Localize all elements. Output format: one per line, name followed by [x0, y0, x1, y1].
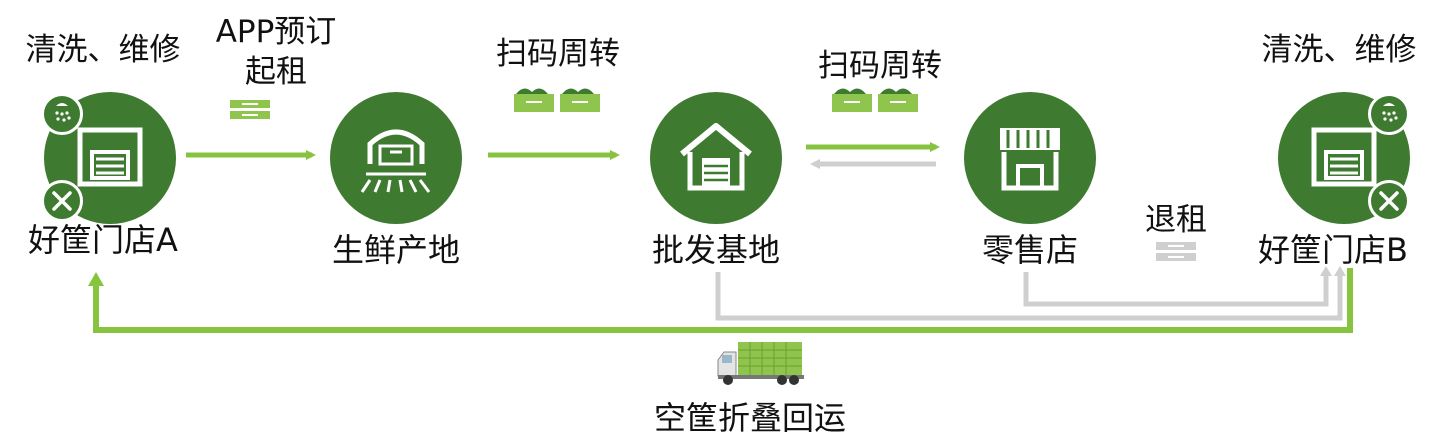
- return-rent-label: 退租: [1145, 202, 1207, 238]
- app-rent-label-line2: 起租: [245, 54, 307, 90]
- store-crate-icon: [1311, 127, 1377, 187]
- store-a-label: 好筐门店A: [28, 221, 178, 259]
- farm-label: 生鲜产地: [331, 231, 460, 269]
- tools-badge-b: [1368, 180, 1410, 222]
- store-b-service-label: 清洗、维修: [1261, 32, 1417, 68]
- wholesale-label: 批发基地: [651, 231, 780, 269]
- store-a-service-label: 清洗、维修: [25, 32, 181, 68]
- shop-awning-icon: [1000, 128, 1060, 191]
- flat-crate-icon-green: [230, 100, 270, 119]
- produce-crates-icon-1: [514, 88, 600, 112]
- flat-crate-icon-gray: [1156, 242, 1196, 261]
- wrench-screwdriver-icon: [1379, 191, 1399, 211]
- scan-turnover-label-2: 扫码周转: [818, 48, 942, 84]
- retail-node: [964, 92, 1096, 224]
- wholesale-node: [650, 92, 782, 224]
- store-b-label: 好筐门店B: [1258, 231, 1408, 269]
- shower-icon: [1382, 103, 1398, 122]
- wrench-screwdriver-icon: [52, 191, 72, 211]
- farm-field-icon: [360, 129, 431, 193]
- empty-return-label: 空筐折叠回运: [653, 399, 846, 437]
- scan-turnover-label-1: 扫码周转: [496, 36, 620, 72]
- return-line-wholesale: [715, 272, 1343, 321]
- delivery-truck-icon: [717, 342, 804, 385]
- shower-badge-b: [1368, 93, 1410, 135]
- empty-return-loop: [93, 268, 1353, 333]
- warehouse-icon: [680, 123, 752, 191]
- tools-badge-a: [41, 180, 83, 222]
- farm-node: [330, 92, 462, 224]
- retail-label: 零售店: [981, 231, 1078, 269]
- return-line-retail: [1023, 272, 1329, 307]
- produce-crates-icon-2: [832, 88, 918, 112]
- app-rent-label-line1: APP预订: [215, 14, 337, 50]
- shower-icon: [55, 103, 71, 122]
- store-crate-icon: [77, 127, 143, 187]
- shower-badge-a: [41, 93, 83, 135]
